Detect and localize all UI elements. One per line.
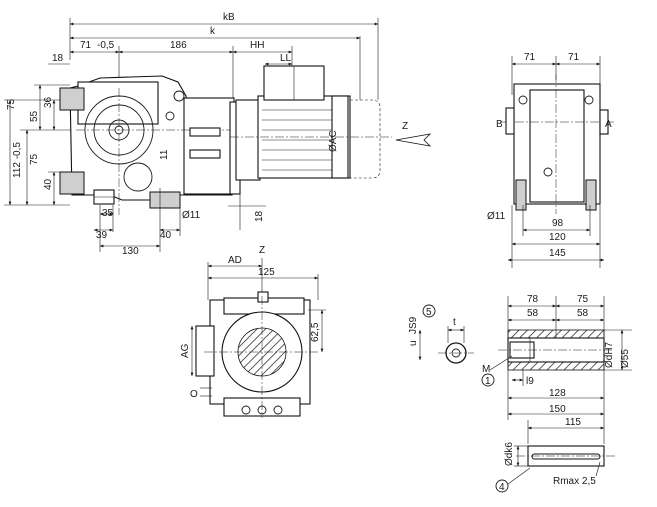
dim-40: 40: [43, 178, 54, 190]
dim-18b: 18: [254, 210, 265, 222]
side-view: kB k 18 71 -0,5 186 HH LL 75 36 55 112 -…: [4, 12, 432, 257]
dim-98: 98: [552, 218, 564, 229]
dim-HH: HH: [250, 40, 264, 51]
side-b-label: B: [496, 119, 503, 130]
dim-js9: JS9: [408, 316, 419, 334]
dim-O: O: [190, 389, 198, 400]
side-a-label: A: [605, 119, 612, 130]
dim-75b: 75: [29, 153, 40, 165]
callout-4: 4: [499, 482, 505, 493]
dim-62-5: 62,5: [310, 322, 321, 342]
z-direction-label: Z: [402, 121, 408, 132]
dim-dia-55: Ø55: [620, 349, 631, 368]
dim-58a: 58: [527, 308, 539, 319]
dim-71: 71: [80, 40, 92, 51]
dim-186: 186: [170, 40, 187, 51]
dim-rmax: Rmax 2,5: [553, 476, 596, 487]
dim-128: 128: [549, 388, 566, 399]
motor-diameter-label: ØAC: [328, 130, 339, 152]
dim-dia-11: Ø11: [182, 210, 201, 221]
dim-120: 120: [549, 232, 566, 243]
dim-kB: kB: [223, 12, 235, 23]
dim-k: k: [210, 26, 216, 37]
dim-AG: AG: [180, 343, 191, 358]
dim-71a: 71: [524, 52, 536, 63]
callout-5: 5: [426, 307, 432, 318]
dim-M: M: [482, 364, 490, 375]
dim-150: 150: [549, 404, 566, 415]
key-view: 115 Ødk6 4 Rmax 2,5: [495, 417, 616, 493]
dim-35: 35: [102, 208, 114, 219]
dim-112: 112 -0,5: [12, 142, 23, 178]
callout-1: 1: [485, 376, 491, 387]
dim-18: 18: [52, 53, 64, 64]
dim-AD: AD: [228, 255, 242, 266]
end-view: 71 71 B A Ø11 98 120 145: [487, 52, 614, 268]
dim-75: 75: [6, 98, 17, 110]
dim-40b: 40: [160, 230, 172, 241]
dim-75-shaft: 75: [577, 294, 589, 305]
dim-71b: 71: [568, 52, 580, 63]
dim-LL: LL: [280, 53, 292, 64]
dim-dia-11-end: Ø11: [487, 211, 506, 222]
dim-36: 36: [43, 96, 54, 108]
dim-78: 78: [527, 294, 539, 305]
dim-58b: 58: [577, 308, 589, 319]
front-view: Z AD 125 62,5 AG O: [180, 245, 326, 418]
dim-dH7: ØdH7: [604, 341, 615, 368]
z-label-front: Z: [259, 245, 265, 256]
dim-55: 55: [29, 110, 40, 122]
dim-t: t: [453, 317, 456, 328]
dim-minus-0-5: -0,5: [97, 40, 115, 51]
dim-125: 125: [258, 267, 275, 278]
z-arrow-icon: [395, 133, 432, 147]
dim-130: 130: [122, 246, 139, 257]
dim-145: 145: [549, 248, 566, 259]
dim-u: u: [408, 340, 419, 346]
dim-39: 39: [96, 230, 108, 241]
dim-dk6: Ødk6: [504, 442, 515, 466]
shaft-view: 5 t u JS9 78 75 58 58 ØdH7 Ø55 M: [408, 294, 632, 420]
dim-l9: l9: [526, 376, 534, 387]
dim-115: 115: [565, 417, 581, 428]
dim-11: 11: [159, 149, 170, 160]
